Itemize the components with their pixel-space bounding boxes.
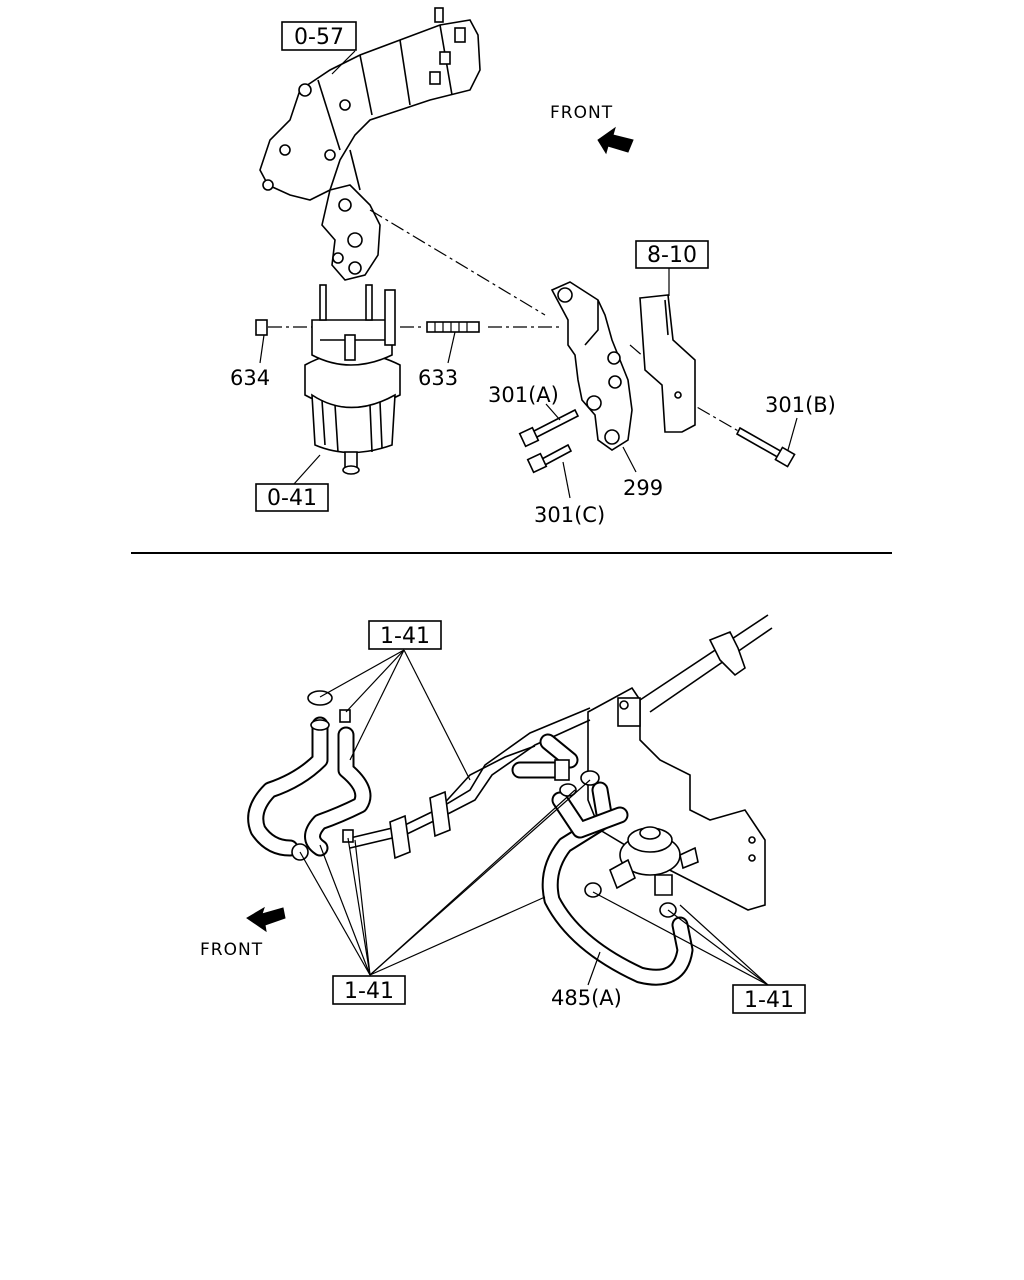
label-1-41-bottom-right: 1-41 (744, 988, 794, 1013)
bolt-301a-drawing (518, 408, 580, 448)
label-633: 633 (418, 366, 458, 390)
label-0-41: 0-41 (267, 486, 317, 511)
label-301c: 301(C) (534, 503, 605, 527)
label-8-10: 8-10 (647, 243, 697, 268)
fuel-hoses-drawing (247, 716, 694, 986)
bracket-810-drawing (639, 294, 696, 433)
stud-633-drawing (426, 321, 480, 333)
front-label-top: FRONT (550, 103, 613, 123)
label-634: 634 (230, 366, 270, 390)
label-1-41-top: 1-41 (380, 624, 430, 649)
bolt-301c-drawing (526, 443, 573, 474)
label-485a: 485(A) (551, 986, 622, 1010)
bolt-301b-drawing (735, 426, 796, 468)
exhaust-manifold-drawing (259, 7, 481, 281)
front-arrow-top-icon (597, 126, 634, 155)
label-299: 299 (623, 476, 663, 500)
pressure-regulator-drawing (609, 826, 699, 896)
label-301b: 301(B) (765, 393, 836, 417)
bracket-299-drawing (550, 281, 633, 451)
label-301a: 301(A) (488, 383, 559, 407)
bottom-illustration: FRONT 1-41 1-41 1-41 485(A) (200, 614, 806, 1014)
fuel-filter-drawing (304, 284, 401, 475)
nut-634-drawing (255, 319, 268, 336)
front-arrow-bottom-icon (246, 906, 286, 933)
front-label-bottom: FRONT (200, 940, 263, 960)
label-0-57: 0-57 (294, 25, 344, 50)
label-1-41-bottom-left: 1-41 (344, 979, 394, 1004)
top-illustration: FRONT (230, 7, 836, 527)
